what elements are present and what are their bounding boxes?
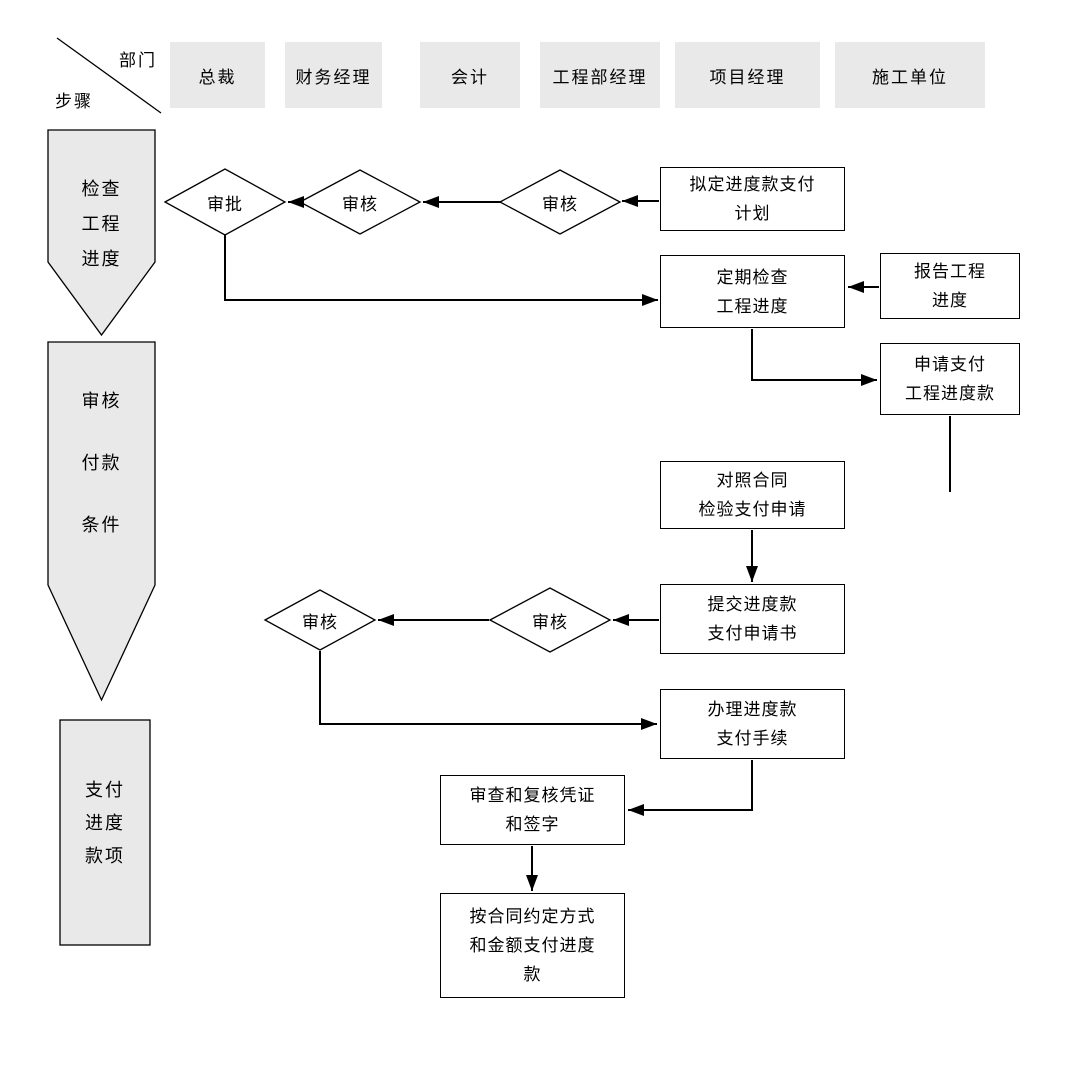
- decision-review-engineering-label: 审核: [542, 194, 578, 214]
- connector-periodic-check-to-apply-payment: [751, 329, 877, 386]
- lane-header-finance-manager: 财务经理: [285, 42, 382, 108]
- lane-header-construction-unit: 施工单位: [835, 42, 985, 108]
- corner-top-label: 部门: [119, 51, 157, 70]
- decision-review-accountant-label: 审核: [532, 612, 568, 632]
- connector-approve-to-periodic-check: [224, 234, 658, 306]
- decision-approve-label: 审批: [207, 194, 243, 214]
- lane-header-engineering-manager: 工程部经理: [540, 42, 660, 108]
- corner-bottom-label: 步骤: [55, 92, 93, 111]
- node-draft-plan: 拟定进度款支付 计划: [660, 167, 845, 231]
- connector-review-finance-to-handle: [319, 651, 657, 730]
- decision-approve-shape: [163, 168, 287, 236]
- decision-review-finance-bottom-label: 审核: [302, 612, 338, 632]
- step-rect-pay-amount-shape: [59, 719, 151, 946]
- decision-review-finance-bottom-shape: [263, 589, 377, 651]
- node-pay-by-contract: 按合同约定方式 和金额支付进度 款: [440, 893, 625, 998]
- lane-header-project-manager: 项目经理: [675, 42, 820, 108]
- step-label-review-conditions: 审核 付款 条件: [81, 391, 122, 535]
- decision-review-engineering-shape: [498, 169, 622, 235]
- decision-review-accountant-shape: [488, 587, 612, 653]
- node-review-vouchers: 审查和复核凭证 和签字: [440, 775, 625, 845]
- lane-header-accountant: 会计: [420, 42, 520, 108]
- step-arrow-review-conditions-shape: [47, 341, 156, 702]
- step-arrow-check-progress-shape: [47, 129, 156, 337]
- lane-header-president: 总裁: [170, 42, 265, 108]
- connector-handle-to-review-vouchers: [628, 760, 753, 816]
- corner-cell: 部门 步骤: [55, 38, 161, 114]
- step-label-check-progress: 检查 工程 进度: [81, 179, 122, 269]
- decision-review-finance-top-shape: [298, 169, 422, 235]
- step-label-pay-amount: 支付 进度 款项: [85, 780, 125, 866]
- node-periodic-check: 定期检查 工程进度: [660, 255, 845, 328]
- node-check-contract: 对照合同 检验支付申请: [660, 461, 845, 529]
- node-submit-application: 提交进度款 支付申请书: [660, 584, 845, 654]
- corner-diagonal-line: [56, 37, 162, 114]
- decision-review-finance-top-label: 审核: [342, 194, 378, 214]
- node-apply-payment: 申请支付 工程进度款: [880, 343, 1020, 415]
- node-report-progress: 报告工程 进度: [880, 253, 1020, 319]
- node-handle-procedures: 办理进度款 支付手续: [660, 689, 845, 759]
